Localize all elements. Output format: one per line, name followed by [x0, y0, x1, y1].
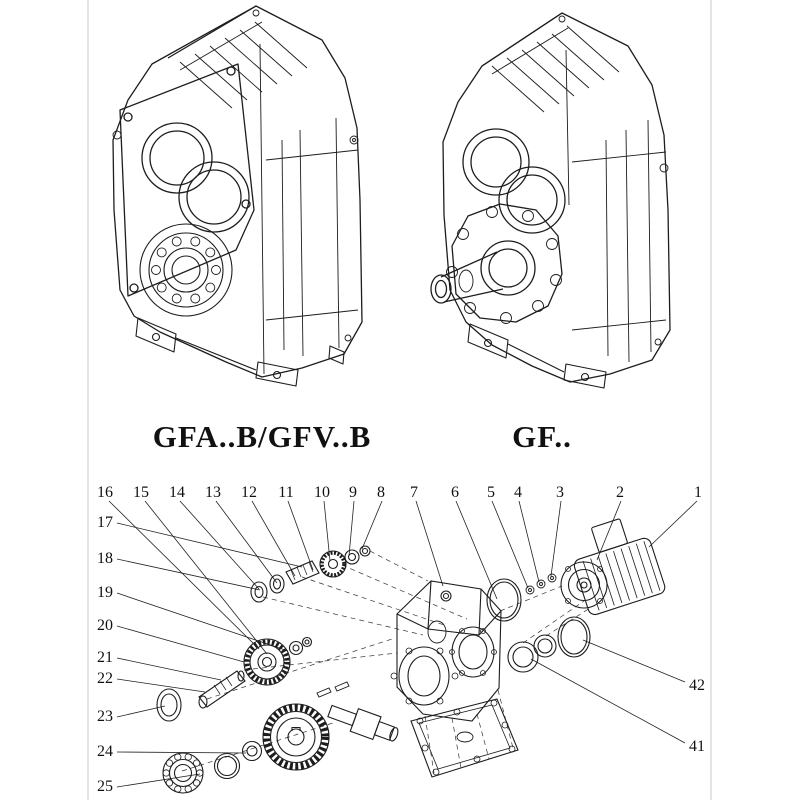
part-labels-right-side: 42 41: [689, 677, 705, 755]
part-label-12: 12: [241, 484, 257, 501]
retaining-ring: [213, 752, 241, 780]
base-gasket-plate: [410, 698, 519, 778]
output-shaft: [327, 704, 399, 742]
cooling-fins-left: [179, 21, 308, 109]
leader-lines: [108, 500, 698, 788]
part-label-8: 8: [377, 484, 385, 501]
screw-details-left: [112, 9, 359, 342]
part-label-19: 19: [97, 584, 113, 601]
part-label-25: 25: [97, 778, 113, 795]
part-label-22: 22: [97, 670, 113, 687]
part-label-5: 5: [487, 484, 495, 501]
part-label-42: 42: [689, 677, 705, 694]
exploded-parts-diagram: [108, 500, 698, 794]
part-label-1: 1: [694, 484, 702, 501]
part-label-24: 24: [97, 743, 113, 760]
part-label-9: 9: [349, 484, 357, 501]
shaft-keys: [316, 681, 350, 698]
seal-rings: [507, 616, 591, 673]
part-label-4: 4: [514, 484, 522, 501]
model-caption-left: GFA..B/GFV..B: [153, 419, 372, 454]
washer: [241, 740, 263, 762]
part-label-13: 13: [205, 484, 221, 501]
part-labels-left-column: 17 18 19 20 21 22 23 24 25: [97, 514, 113, 795]
assembly-axes-dashed: [181, 550, 591, 774]
part-label-15: 15: [133, 484, 149, 501]
output-flange: [430, 203, 563, 324]
model-caption-right: GF..: [512, 419, 572, 454]
pinion-shaft: [198, 670, 246, 709]
part-label-20: 20: [97, 617, 113, 634]
part-label-16: 16: [97, 484, 113, 501]
part-label-6: 6: [451, 484, 459, 501]
input-shaft-parts-cluster: [250, 545, 371, 603]
mounting-feet-left: [135, 317, 345, 387]
part-label-23: 23: [97, 708, 113, 725]
part-labels-top-row: 16 15 14 13 12 11 10 9 8 7 6 5 4 3 2 1: [97, 484, 702, 501]
screw-details-right: [558, 15, 669, 346]
part-label-18: 18: [97, 550, 113, 567]
cooling-fins-right: [491, 25, 620, 113]
side-ribs-left: [265, 117, 359, 357]
part-label-11: 11: [278, 484, 293, 501]
intermediate-gear: [243, 636, 313, 686]
flange-face: [119, 63, 255, 297]
upper-bores-right: [462, 128, 566, 234]
part-label-10: 10: [314, 484, 330, 501]
gearbox-housing: [390, 580, 502, 722]
part-label-3: 3: [556, 484, 564, 501]
oil-seal-ring: [156, 688, 182, 722]
gearbox-drawing-gfab-gfvb: [112, 5, 363, 387]
bearing-boss: [139, 223, 233, 317]
ball-bearing: [162, 752, 204, 794]
mounting-feet-right: [467, 323, 607, 389]
flange-bolts: [525, 573, 557, 595]
part-label-41: 41: [689, 738, 705, 755]
side-ribs-right: [571, 119, 667, 363]
part-label-17: 17: [97, 514, 113, 531]
part-label-14: 14: [169, 484, 185, 501]
part-label-21: 21: [97, 649, 113, 666]
gearbox-drawing-gf: [430, 12, 671, 389]
page-edge-lines: [87, 0, 712, 800]
motor: [560, 518, 666, 616]
output-gear: [262, 703, 330, 771]
part-label-2: 2: [616, 484, 624, 501]
gasket-oring: [486, 578, 522, 622]
part-label-7: 7: [410, 484, 418, 501]
